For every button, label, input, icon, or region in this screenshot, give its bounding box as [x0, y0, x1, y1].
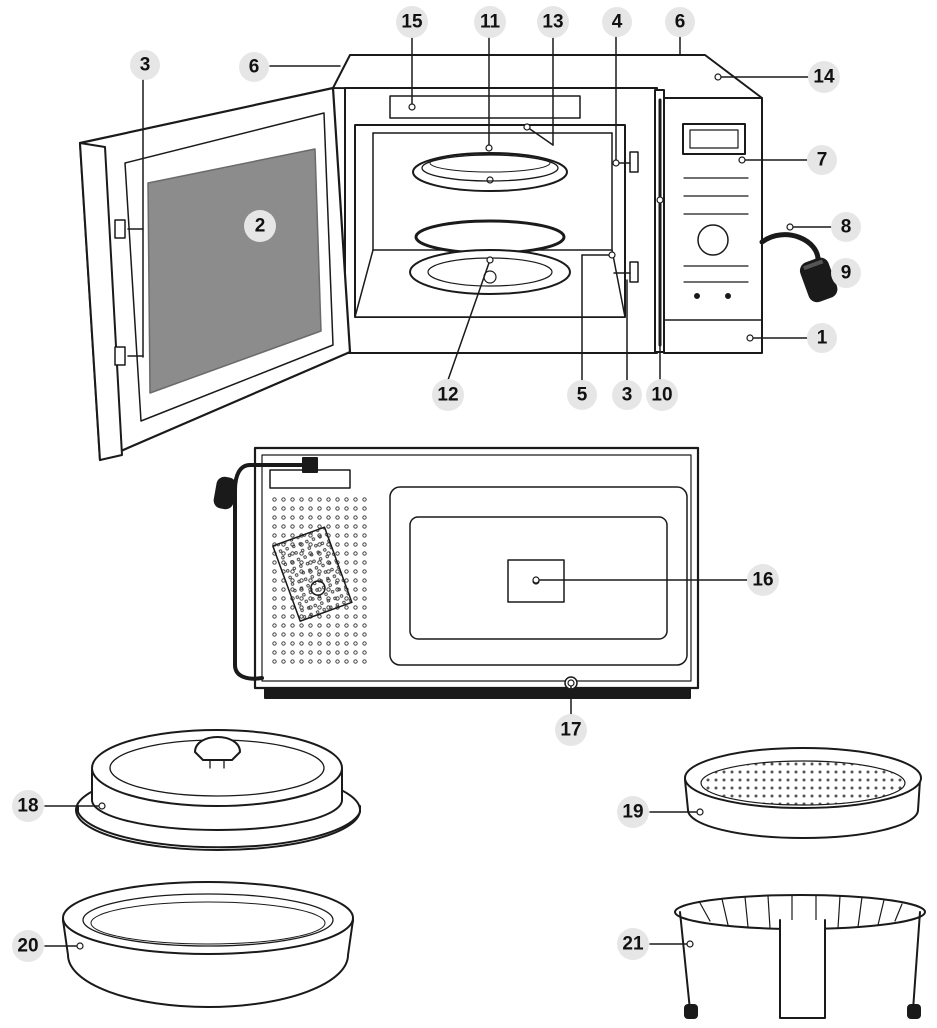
svg-text:3: 3	[622, 385, 633, 406]
steam-dish-with-lid	[75, 729, 361, 851]
part-label-7: 7	[807, 145, 837, 175]
pizza-dish	[62, 881, 354, 1008]
high-rack	[674, 894, 926, 1019]
microwave-back-view	[213, 446, 700, 699]
part-label-21: 21	[617, 928, 649, 960]
svg-text:7: 7	[817, 150, 828, 171]
svg-text:13: 13	[542, 12, 563, 33]
svg-text:21: 21	[622, 934, 644, 955]
part-label-13: 13	[537, 6, 569, 38]
part-label-19: 19	[617, 796, 649, 828]
part-label-8: 8	[831, 212, 861, 242]
svg-text:1: 1	[817, 328, 828, 349]
leader-points	[76, 73, 794, 950]
rating-label	[507, 559, 565, 603]
part-label-10: 10	[646, 379, 678, 411]
rear-plug	[213, 476, 237, 510]
svg-text:9: 9	[841, 263, 852, 284]
svg-text:12: 12	[437, 385, 458, 406]
svg-text:2: 2	[255, 216, 266, 237]
svg-text:20: 20	[17, 936, 38, 957]
svg-text:11: 11	[480, 12, 501, 33]
svg-text:14: 14	[813, 67, 835, 88]
grill-panel	[389, 95, 581, 119]
door-hook-lower	[114, 346, 126, 366]
part-label-5: 5	[567, 380, 597, 410]
door-hook-upper	[114, 219, 126, 239]
part-label-12: 12	[432, 379, 464, 411]
svg-text:19: 19	[622, 802, 643, 823]
part-label-6-right: 6	[665, 7, 695, 37]
part-label-3-door: 3	[130, 50, 160, 80]
base-foot-strip	[264, 687, 691, 699]
part-label-20: 20	[12, 930, 44, 962]
svg-text:4: 4	[612, 12, 623, 33]
rear-fan-cover	[272, 526, 353, 622]
crisp-plate	[684, 747, 922, 839]
lid-knob	[194, 736, 241, 761]
svg-text:15: 15	[401, 12, 423, 33]
part-label-14: 14	[808, 61, 840, 93]
part-label-17: 17	[555, 714, 587, 746]
control-dial	[697, 224, 729, 256]
svg-text:17: 17	[560, 720, 581, 741]
part-label-2: 2	[244, 210, 276, 242]
part-label-15: 15	[396, 6, 428, 38]
display-window	[682, 123, 746, 155]
svg-text:3: 3	[140, 55, 151, 76]
part-label-16: 16	[747, 564, 779, 596]
leader-lines	[44, 34, 833, 947]
door-side-edge	[79, 142, 123, 461]
part-label-9: 9	[831, 258, 861, 288]
interlock-latch-upper	[629, 151, 639, 173]
part-label-18: 18	[12, 790, 44, 822]
part-label-1: 1	[807, 323, 837, 353]
door-window	[147, 148, 322, 394]
roller-ring	[414, 219, 566, 255]
svg-text:8: 8	[841, 217, 852, 238]
door-inner-frame	[124, 112, 334, 422]
part-label-11: 11	[474, 6, 506, 38]
power-cord	[759, 232, 821, 265]
svg-text:6: 6	[675, 12, 686, 33]
svg-text:18: 18	[17, 796, 38, 817]
svg-text:16: 16	[752, 570, 773, 591]
svg-text:6: 6	[249, 57, 260, 78]
part-label-6-left: 6	[239, 52, 269, 82]
svg-text:10: 10	[651, 385, 672, 406]
microwave-front-view	[78, 54, 838, 462]
part-label-3-cavity: 3	[612, 380, 642, 410]
interlock-latch-lower	[629, 261, 639, 283]
svg-text:5: 5	[577, 385, 588, 406]
part-label-4: 4	[602, 7, 632, 37]
